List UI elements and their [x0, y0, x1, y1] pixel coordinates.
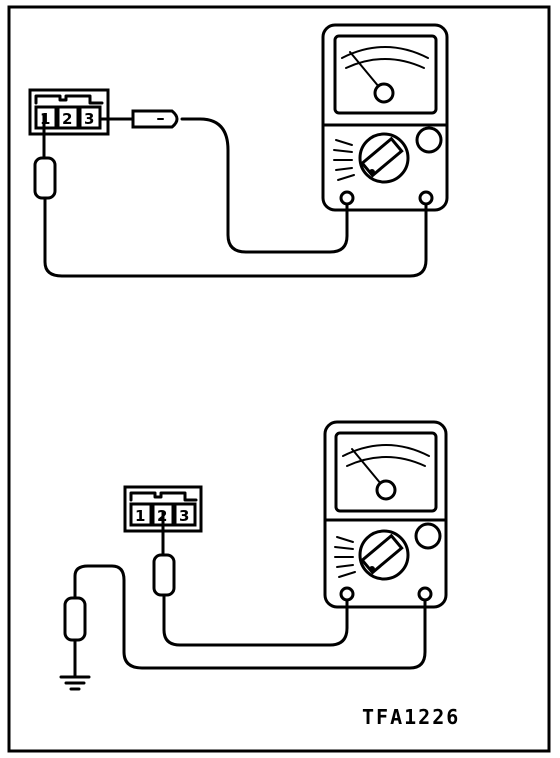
- lead-wire: [73, 564, 427, 670]
- pin-label-3: 3: [179, 507, 189, 525]
- range-selector-knob: [358, 132, 410, 184]
- needle-pivot: [373, 82, 395, 104]
- top-diagram: 1 2 3: [28, 23, 449, 278]
- terminal-left: [339, 586, 355, 602]
- terminal-right: [417, 586, 433, 602]
- terminal-right: [418, 190, 434, 206]
- zero-adjust-knob: [414, 522, 442, 550]
- terminal-left: [339, 190, 355, 206]
- probe-pin1: [33, 113, 57, 220]
- pin-cavity: [173, 502, 197, 527]
- ground-symbol: [59, 675, 91, 691]
- range-markings: [333, 139, 355, 181]
- meter-display: [334, 431, 438, 513]
- meter-scale: [346, 456, 426, 467]
- probe-body: [131, 109, 179, 129]
- meter-scale: [345, 58, 425, 69]
- diagram-border: [7, 5, 551, 753]
- range-selector-knob: [358, 529, 410, 581]
- ground-probe: [63, 564, 427, 678]
- zero-adjust-knob: [415, 126, 443, 154]
- pin-label-2: 2: [62, 110, 72, 128]
- probe-body: [33, 156, 57, 200]
- pin-label-3: 3: [84, 110, 94, 128]
- range-markings: [334, 536, 356, 578]
- meter-scale: [342, 444, 430, 457]
- lead-wire: [198, 117, 349, 254]
- probe-body: [63, 596, 87, 642]
- connector-latch: [34, 94, 104, 105]
- meter-display: [333, 34, 438, 115]
- connector-latch: [129, 491, 198, 502]
- pin-cavity: [129, 502, 153, 527]
- probe-pin2: [152, 510, 176, 617]
- multimeter-top: [321, 23, 449, 212]
- pin-label-1: 1: [135, 507, 145, 525]
- lead-wire: [43, 202, 428, 278]
- probe-body: [152, 553, 176, 597]
- pin-cavity: [34, 105, 58, 130]
- connector-top: 1 2 3: [28, 88, 110, 136]
- figure-code: TFA1226: [362, 705, 460, 729]
- lead-wire: [162, 598, 349, 647]
- needle-pivot: [375, 479, 397, 501]
- bottom-diagram: 1 2 3: [59, 420, 448, 691]
- multimeter-bottom: [323, 420, 448, 609]
- pin-cavity: [56, 105, 80, 130]
- probe-pin3: [98, 109, 202, 129]
